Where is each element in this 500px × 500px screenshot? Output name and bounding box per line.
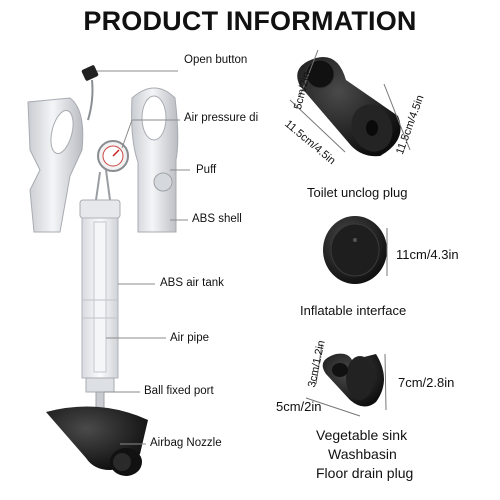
callout-air-pipe: Air pipe <box>170 332 209 344</box>
inflatable-label: Inflatable interface <box>300 303 407 318</box>
callout-lines <box>97 70 190 445</box>
pressure-gauge-illustration <box>97 140 129 172</box>
page-title: PRODUCT INFORMATION <box>83 6 417 36</box>
inflatable-interface-illustration <box>323 216 388 284</box>
callout-abs-air-tank: ABS air tank <box>160 277 224 289</box>
left-shell-half <box>27 97 84 233</box>
airbag-nozzle-illustration <box>46 406 148 476</box>
air-tank-illustration <box>79 199 121 417</box>
inflatable-dim: 11cm/4.3in <box>396 247 459 262</box>
callout-puff: Puff <box>196 164 217 176</box>
sink-plug-uses: Vegetable sink Washbasin Floor drain plu… <box>316 426 413 483</box>
use-line-3: Floor drain plug <box>316 465 414 481</box>
sink-plug-dim-right: 7cm/2.8in <box>398 375 455 390</box>
use-line-1: Vegetable sink <box>316 427 408 443</box>
callout-airbag-nozzle: Airbag Nozzle <box>150 437 222 449</box>
right-shell-half <box>131 87 179 233</box>
callout-air-pressure: Air pressure di <box>184 112 259 124</box>
callout-ball-fixed-port: Ball fixed port <box>144 385 214 397</box>
toilet-plug-illustration <box>289 49 411 157</box>
sink-plug-illustration <box>305 343 387 417</box>
sink-plug-dim-bottom: 5cm/2in <box>276 399 322 414</box>
callout-abs-shell: ABS shell <box>192 213 242 225</box>
use-line-2: Washbasin <box>328 446 397 462</box>
open-button-illustration <box>81 65 99 121</box>
toilet-plug-label: Toilet unclog plug <box>307 185 408 200</box>
callout-open-button: Open button <box>184 54 248 66</box>
